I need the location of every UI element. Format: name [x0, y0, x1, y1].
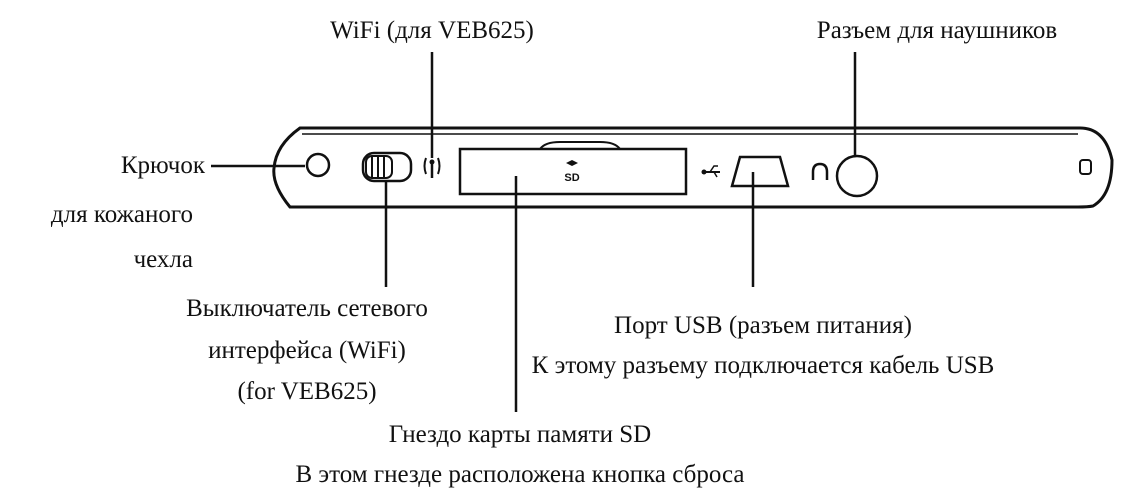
label-usb-port-line-1: Порт USB (разъем питания) [614, 312, 912, 339]
svg-text:SD: SD [564, 172, 579, 184]
label-wifi-switch-line-1: Выключатель сетевого [186, 295, 428, 322]
sd-slot [458, 141, 688, 196]
wifi-antenna-icon [423, 157, 441, 178]
wifi-switch [361, 151, 413, 183]
hook-hole [305, 152, 331, 178]
side-button [1079, 159, 1092, 175]
label-hook-line-2: для кожаного [50, 201, 193, 228]
label-headphone-jack: Разъем для наушников [816, 17, 1058, 44]
headphone-jack [835, 154, 879, 198]
label-wifi-switch-line-2: интерфейса (WiFi) [208, 337, 406, 364]
label-hook-line-3: чехла [133, 246, 193, 273]
headphone-icon [811, 162, 829, 180]
usb-icon [701, 165, 720, 178]
label-wifi-antenna: WiFi (для VEB625) [330, 17, 534, 44]
label-hook-line-1: Крючок [120, 152, 205, 179]
label-wifi-switch-line-3: (for VEB625) [237, 378, 377, 405]
device-body-outline [272, 126, 1114, 209]
usb-port [730, 155, 790, 188]
label-sd-slot-line-2: В этом гнезде расположена кнопка сброса [295, 461, 745, 488]
label-sd-slot-line-1: Гнездо карты памяти SD [388, 421, 652, 448]
sd-card-logo: SD [564, 160, 580, 184]
label-usb-port-line-2: К этому разъему подключается кабель USB [531, 352, 995, 379]
